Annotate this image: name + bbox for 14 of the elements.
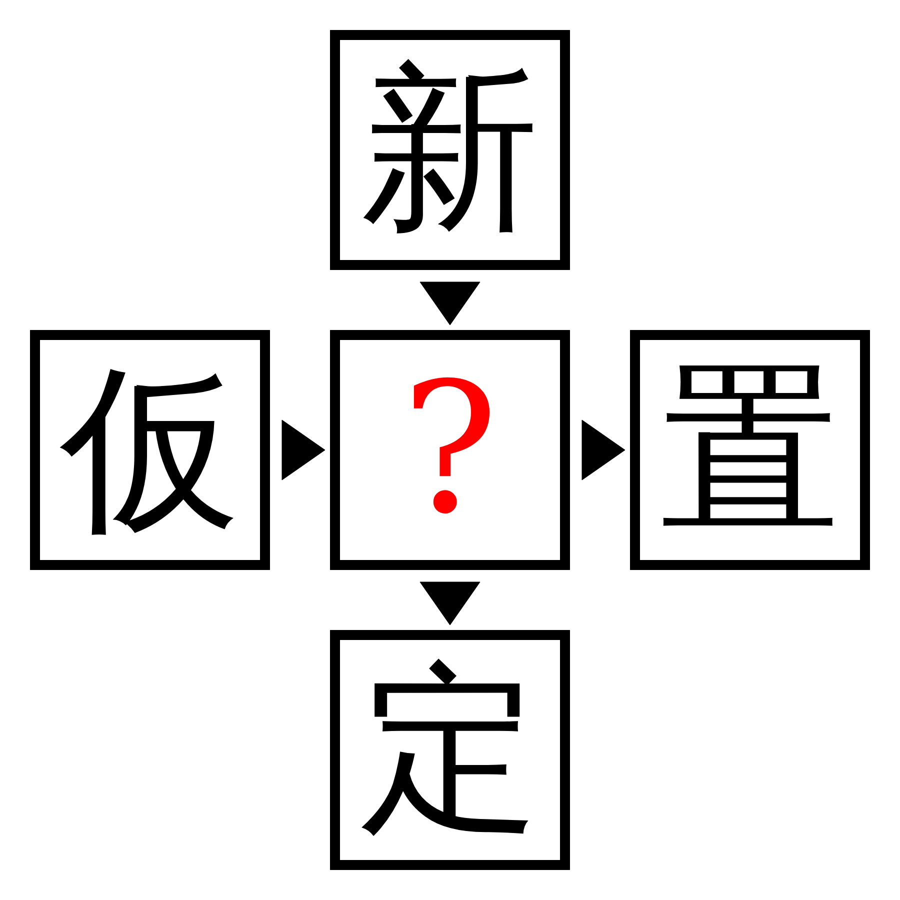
kanji-character: 仮	[60, 360, 240, 540]
character-box	[330, 330, 570, 570]
arrow	[582, 420, 626, 480]
question-mark: ?	[402, 360, 498, 540]
arrow	[420, 582, 480, 626]
character-box	[330, 630, 570, 870]
arrow	[282, 420, 326, 480]
character-box	[330, 30, 570, 270]
kanji-character: 新	[360, 60, 540, 240]
kanji-character: 置	[660, 360, 840, 540]
character-box	[30, 330, 270, 570]
character-box	[630, 330, 870, 570]
kanji-character: 定	[360, 660, 540, 840]
arrow	[420, 282, 480, 326]
